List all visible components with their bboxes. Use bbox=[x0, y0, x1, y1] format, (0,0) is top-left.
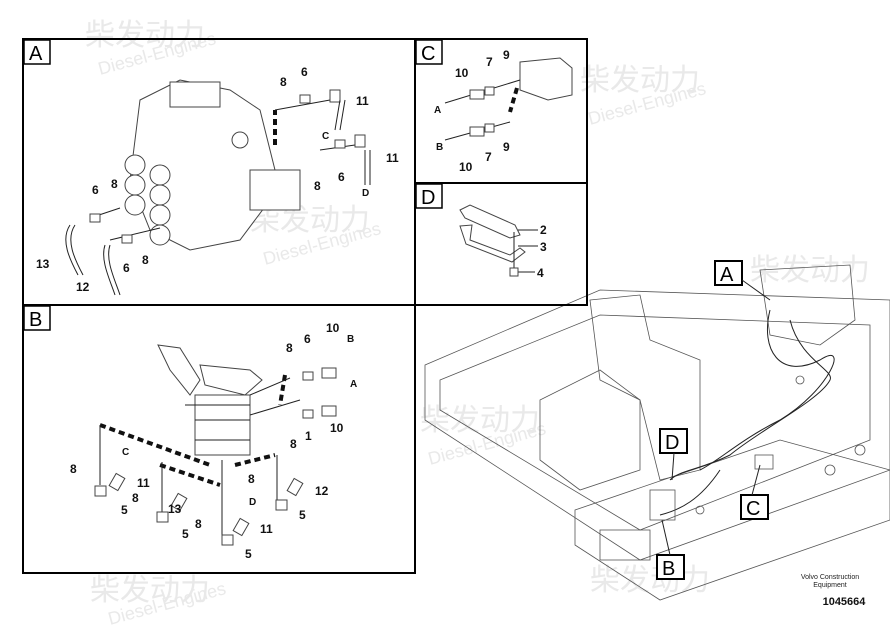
panel-d: D 2 3 4 bbox=[415, 183, 547, 280]
svg-text:柴发动力: 柴发动力 bbox=[590, 564, 710, 597]
svg-text:柴发动力: 柴发动力 bbox=[90, 574, 210, 607]
svg-text:8: 8 bbox=[142, 253, 149, 267]
junction-block bbox=[519, 57, 573, 101]
svg-text:8: 8 bbox=[314, 179, 321, 193]
svg-text:5: 5 bbox=[121, 503, 128, 517]
svg-text:柴发动力: 柴发动力 bbox=[750, 254, 870, 287]
svg-text:5: 5 bbox=[299, 508, 306, 522]
svg-text:11: 11 bbox=[356, 94, 369, 108]
svg-text:8: 8 bbox=[280, 75, 287, 89]
company-name-line2: Equipment bbox=[813, 582, 847, 589]
svg-text:C: C bbox=[746, 498, 760, 520]
panel-b-label: B bbox=[29, 309, 42, 331]
svg-text:6: 6 bbox=[92, 183, 99, 197]
svg-text:A: A bbox=[434, 105, 441, 116]
svg-text:B: B bbox=[436, 142, 443, 153]
svg-text:8: 8 bbox=[70, 462, 77, 476]
svg-text:6: 6 bbox=[301, 65, 308, 79]
svg-text:7: 7 bbox=[486, 55, 493, 69]
svg-text:D: D bbox=[665, 432, 679, 454]
svg-text:C: C bbox=[322, 131, 329, 142]
svg-text:6: 6 bbox=[123, 261, 130, 275]
svg-text:10: 10 bbox=[330, 421, 344, 435]
svg-text:9: 9 bbox=[503, 140, 510, 154]
svg-text:1: 1 bbox=[305, 429, 312, 443]
panel-a: A 8 6 11 C 11 D 6 8 6 8 13 12 6 8 bbox=[23, 39, 399, 296]
svg-text:B: B bbox=[347, 334, 354, 345]
panel-b: B 10 B 8 6 A 8 1 10 C 8 11 5 8 13 5 D 8 … bbox=[23, 305, 357, 561]
svg-text:12: 12 bbox=[76, 280, 90, 294]
company-name: Volvo Construction bbox=[801, 574, 859, 581]
panel-c-label: C bbox=[421, 43, 435, 65]
control-valve-block bbox=[124, 79, 301, 251]
svg-text:11: 11 bbox=[260, 522, 273, 536]
svg-text:柴发动力: 柴发动力 bbox=[85, 19, 205, 52]
svg-text:D: D bbox=[249, 497, 256, 508]
svg-text:5: 5 bbox=[182, 527, 189, 541]
drawing-number: 1045664 bbox=[823, 596, 867, 608]
svg-text:7: 7 bbox=[485, 150, 492, 164]
bracket-upper bbox=[459, 204, 521, 239]
svg-text:10: 10 bbox=[326, 321, 340, 335]
svg-text:8: 8 bbox=[248, 472, 255, 486]
svg-text:10: 10 bbox=[459, 160, 473, 174]
svg-text:5: 5 bbox=[245, 547, 252, 561]
svg-text:13: 13 bbox=[36, 257, 50, 271]
svg-text:D: D bbox=[362, 188, 369, 199]
svg-text:8: 8 bbox=[111, 177, 118, 191]
svg-text:8: 8 bbox=[290, 437, 297, 451]
svg-text:6: 6 bbox=[304, 332, 311, 346]
panel-c: C 10 7 9 A B 10 7 9 bbox=[415, 39, 573, 174]
svg-text:柴发动力: 柴发动力 bbox=[580, 64, 700, 97]
svg-text:A: A bbox=[720, 264, 734, 286]
svg-text:2: 2 bbox=[540, 223, 547, 237]
svg-text:11: 11 bbox=[386, 151, 399, 165]
svg-text:4: 4 bbox=[537, 266, 544, 280]
pedal-valve bbox=[157, 344, 263, 456]
svg-text:C: C bbox=[122, 447, 129, 458]
overview-callout-a[interactable]: A bbox=[714, 260, 771, 301]
overview-callout-d[interactable]: D bbox=[659, 428, 688, 481]
svg-text:9: 9 bbox=[503, 48, 510, 62]
svg-text:10: 10 bbox=[455, 66, 469, 80]
svg-text:3: 3 bbox=[540, 240, 547, 254]
overview-callout-c[interactable]: C bbox=[740, 464, 769, 520]
svg-text:B: B bbox=[662, 558, 675, 580]
panel-d-label: D bbox=[421, 187, 435, 209]
svg-text:13: 13 bbox=[168, 502, 182, 516]
svg-text:11: 11 bbox=[137, 476, 150, 490]
overview-callout-b[interactable]: B bbox=[656, 519, 685, 580]
svg-text:8: 8 bbox=[286, 341, 293, 355]
svg-text:8: 8 bbox=[132, 491, 139, 505]
svg-text:6: 6 bbox=[338, 170, 345, 184]
svg-text:A: A bbox=[350, 379, 357, 390]
svg-text:8: 8 bbox=[195, 517, 202, 531]
svg-text:12: 12 bbox=[315, 484, 329, 498]
bracket-lower bbox=[459, 224, 526, 263]
detail-panel-b-frame bbox=[22, 304, 416, 574]
panel-a-label: A bbox=[29, 43, 43, 65]
